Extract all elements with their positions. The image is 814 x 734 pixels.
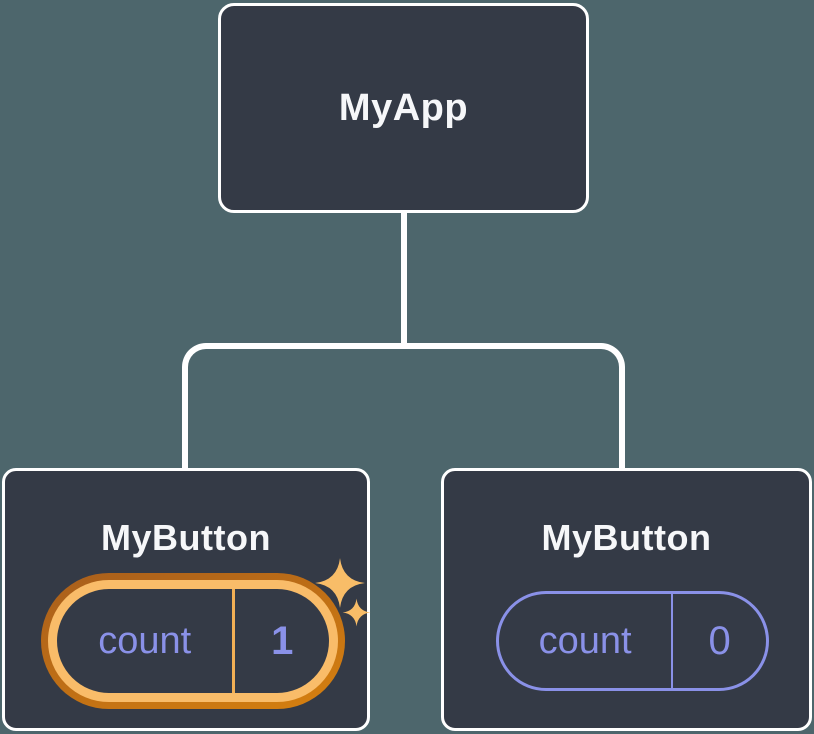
child-node-mybutton-0: MyButton count 0 [441,468,812,731]
root-node-myapp: MyApp [218,3,589,213]
sparkle-large-icon [315,558,365,608]
state-value: 0 [708,618,731,663]
state-pill-highlighted: count 1 [41,573,345,709]
connector-stem [401,212,407,343]
connector-bracket [182,343,625,468]
child-node-label: MyButton [541,517,712,558]
child-node-label: MyButton [101,517,271,558]
state-pill-glow-ring: count 1 [48,580,338,702]
state-key: count [98,619,192,662]
state-pill-divider [232,589,236,693]
root-node-label: MyApp [338,86,469,129]
state-key: count [538,619,632,662]
child-node-mybutton-1: MyButton count 1 [2,468,371,731]
state-pill: count 0 [496,591,769,691]
state-pill-body: count 1 [57,589,329,693]
state-value: 1 [271,618,294,663]
state-pill-divider [671,594,674,688]
sparkle-small-icon [342,598,371,627]
